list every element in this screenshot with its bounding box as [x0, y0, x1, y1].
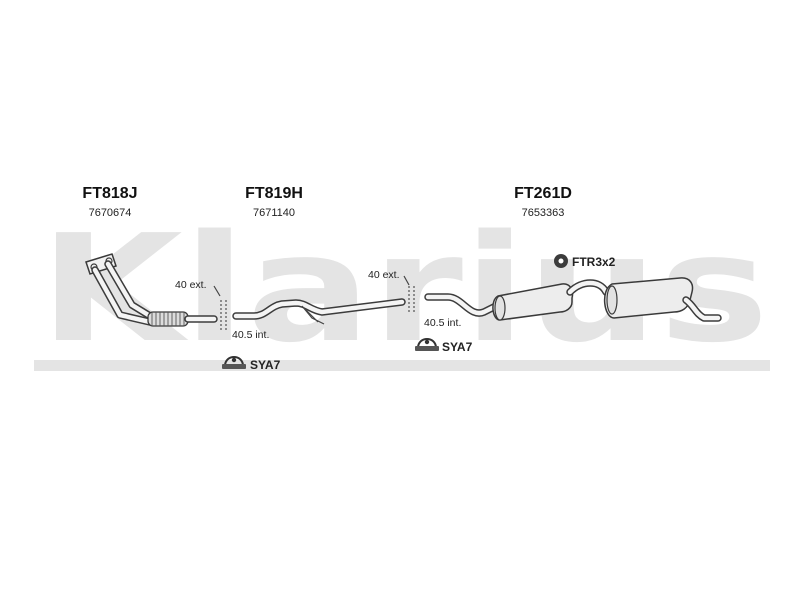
joint-outer-diameter: 40 ext. [368, 269, 400, 281]
joint-1: 40 ext. 40.5 int. [175, 279, 269, 341]
accessory-label: SYA7 [442, 340, 473, 354]
part-label-ft818j: FT818J 7670674 [82, 185, 137, 219]
part-reference: 7653363 [522, 207, 565, 219]
clamp-icon [415, 338, 439, 351]
accessory-label: FTR3x2 [572, 255, 616, 269]
part-label-ft819h: FT819H 7671140 [245, 185, 303, 219]
flexible-section [147, 311, 189, 327]
front-pipe-ft818j [85, 253, 218, 327]
joint-inner-diameter: 40.5 int. [424, 317, 461, 329]
joint-inner-diameter: 40.5 int. [232, 329, 269, 341]
middle-muffler [492, 283, 574, 321]
accessory-label: SYA7 [250, 358, 281, 372]
part-code: FT819H [245, 185, 303, 202]
part-reference: 7670674 [89, 207, 132, 219]
part-code: FT818J [82, 185, 137, 202]
accessory-rubber-mount: FTR3x2 [554, 254, 616, 269]
part-code: FT261D [514, 185, 572, 202]
watermark-bar [34, 360, 770, 371]
clamp-icon [222, 356, 246, 369]
rear-silencer-ft261d [424, 277, 722, 322]
joint-2: 40 ext. 40.5 int. [368, 269, 461, 329]
part-label-ft261d: FT261D 7653363 [514, 185, 572, 219]
rubber-mount-icon [554, 254, 568, 268]
accessory-clamp-2: SYA7 [415, 338, 473, 354]
joint-outer-diameter: 40 ext. [175, 279, 207, 291]
intermediate-pipe-ft819h [232, 298, 406, 325]
accessory-clamp-1: SYA7 [222, 356, 281, 372]
rear-muffler [603, 277, 694, 319]
part-reference: 7671140 [253, 207, 295, 219]
